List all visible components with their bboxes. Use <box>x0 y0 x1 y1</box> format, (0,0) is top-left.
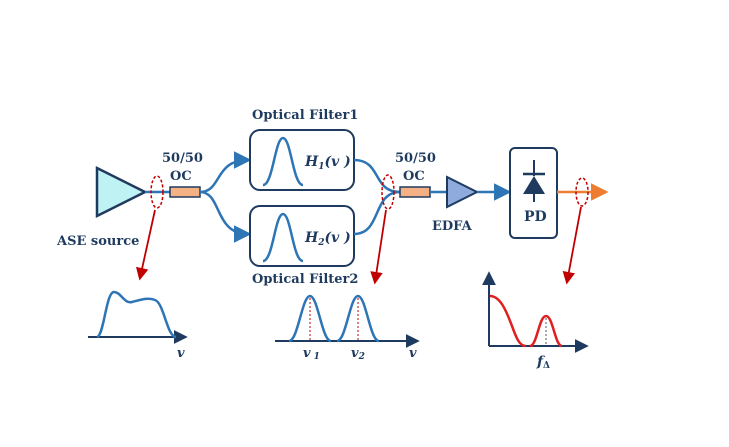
pd-label: PD <box>524 209 547 225</box>
fiber-arm-lower-in <box>199 190 252 243</box>
ase-source-label: ASE source <box>56 234 139 249</box>
filter1-transfer-function: H1(v ) <box>304 154 351 172</box>
filter2-transfer-function: H2(v ) <box>304 230 351 248</box>
rf-axis-label: fΔ <box>536 354 550 371</box>
filtered-axis-label: v <box>409 346 417 361</box>
probe-ellipse-2 <box>381 174 395 210</box>
pointer-arrow-filtered <box>370 209 387 285</box>
coupler-1 <box>169 186 201 198</box>
optical-filter1-title: Optical Filter1 <box>252 108 358 123</box>
coupler1-ratio-label: 50/50 <box>162 151 203 166</box>
optical-filter2-title: Optical Filter2 <box>252 272 358 287</box>
peak2-label: v2 <box>351 346 365 362</box>
coupler2-ratio-label: 50/50 <box>395 151 436 166</box>
coupler1-oc-label: OC <box>170 169 192 184</box>
probe-ellipse-3 <box>575 177 589 207</box>
fiber-arm-lower-out <box>353 190 401 236</box>
rf-baseband-curve <box>489 294 527 348</box>
filtered-peak-1 <box>288 294 332 343</box>
optical-filter2-box <box>249 205 355 267</box>
ase-spectrum-curve <box>96 290 177 339</box>
edfa-label: EDFA <box>432 219 473 234</box>
filter2-passband-curve <box>262 212 304 263</box>
pointer-arrow-rf <box>562 206 582 285</box>
fiber-arm-upper-out <box>353 158 401 194</box>
edfa-amplifier <box>446 175 480 209</box>
ase-source-amplifier <box>95 165 148 219</box>
pointer-arrow-ase <box>136 209 156 281</box>
filter1-passband-curve <box>262 136 304 187</box>
filtered-peak-2 <box>336 294 380 343</box>
coupler-2 <box>399 186 431 198</box>
probe-ellipse-1 <box>150 175 164 209</box>
ase-axis-label: v <box>177 346 185 361</box>
fiber-arm-upper-in <box>199 151 252 194</box>
pd-diode-icon <box>523 176 545 194</box>
rf-beat-peak <box>529 314 563 348</box>
coupler2-oc-label: OC <box>403 169 425 184</box>
